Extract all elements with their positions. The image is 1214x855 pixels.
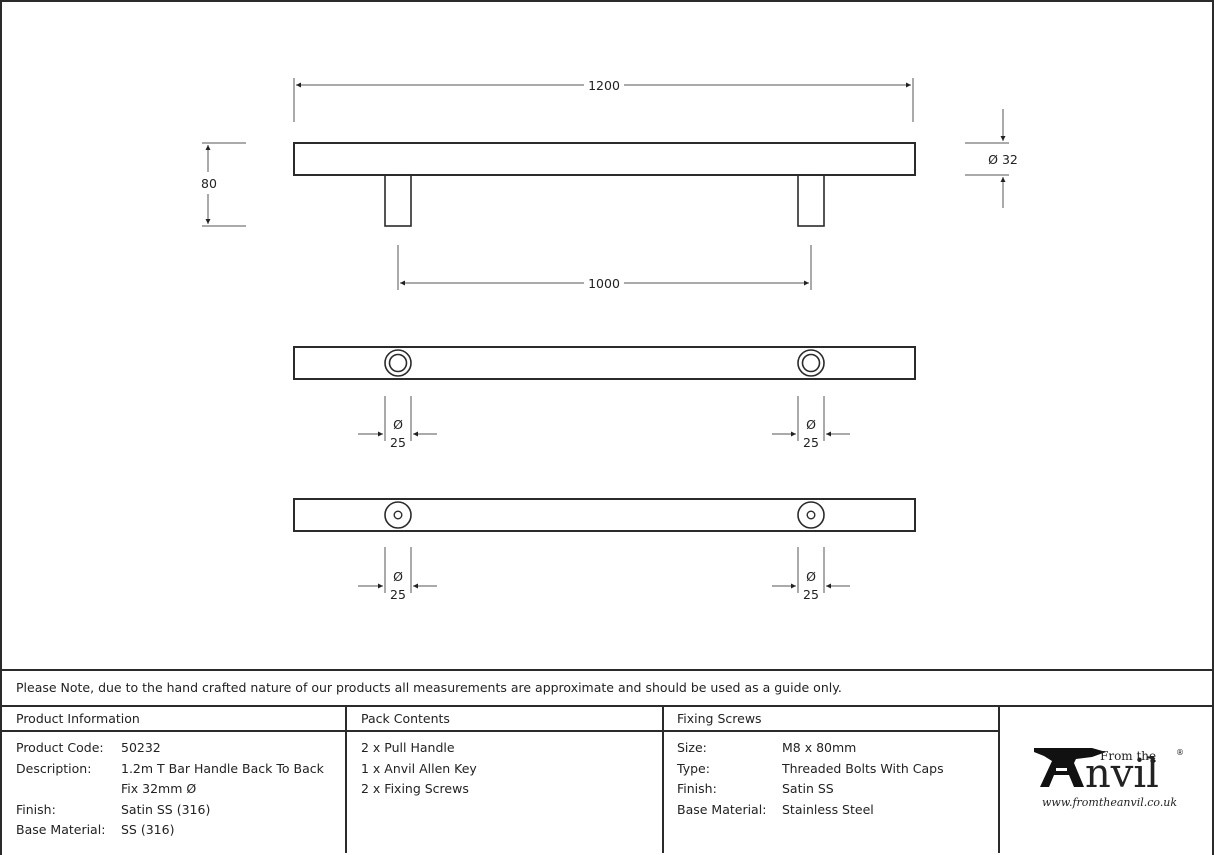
handle-leg-left (384, 174, 412, 227)
fixing-cap-inner-right (801, 353, 821, 373)
finish-value: Satin SS (316) (121, 801, 211, 817)
centres-dimension: 1000 (588, 276, 620, 291)
hole-diameter-value: 25 (803, 587, 819, 602)
hole-diameter-symbol: Ø (393, 417, 403, 432)
fixing-cap-outer-right (797, 349, 825, 377)
side-view: 1200 80 Ø 32 1000 (201, 78, 1018, 291)
column-divider-2 (662, 706, 664, 853)
description-row-continued: Fix 32mm Ø (16, 779, 324, 800)
registered-mark: ® (1176, 748, 1184, 757)
hole-diameter-symbol: Ø (393, 569, 403, 584)
field-label: Description: (16, 760, 92, 776)
note-divider (0, 669, 1214, 671)
handle-leg-right (797, 174, 825, 227)
column-divider-3 (998, 706, 1000, 853)
bolt-hole-inner-right (806, 510, 816, 520)
screw-material-row: Base Material: Stainless Steel (677, 800, 944, 821)
finish-row: Finish: Satin SS (316) (16, 800, 324, 821)
field-label: Finish: (16, 801, 56, 817)
field-label: Product Code: (16, 740, 104, 755)
screw-type-row: Type: Threaded Bolts With Caps (677, 759, 944, 780)
height-dimension: 80 (201, 176, 217, 191)
bolt-hole-outer-left (384, 501, 412, 529)
product-information-title: Product Information (16, 711, 140, 726)
product-code-value: 50232 (121, 740, 161, 755)
fixing-screws-title: Fixing Screws (677, 711, 762, 726)
fixing-cap-inner-left (388, 353, 408, 373)
overall-length-dimension: 1200 (588, 78, 620, 93)
bolt-hole-inner-left (393, 510, 403, 520)
screw-size-value: M8 x 80mm (782, 740, 857, 755)
hole-diameter-value: 25 (390, 587, 406, 602)
column-divider-1 (345, 706, 347, 853)
measurement-note: Please Note, due to the hand crafted nat… (16, 680, 842, 695)
hole-diameter-symbol: Ø (806, 569, 816, 584)
product-information-table: Product Code: 50232 Description: 1.2m T Ba… (16, 738, 324, 841)
pack-item: 2 x Pull Handle (361, 740, 455, 755)
description-value-continued: Fix 32mm Ø (121, 781, 197, 796)
drawing-area: 1200 80 Ø 32 1000 (201, 78, 1018, 602)
handle-bar-back-2 (293, 498, 916, 532)
field-label: Type: (677, 760, 710, 776)
from-the-anvil-logo: From the nvil ® www.fromtheanvil.co.uk (1034, 748, 1184, 809)
fixing-screws-table: Size: M8 x 80mm Type: Threaded Bolts With … (677, 738, 944, 820)
product-code-row: Product Code: 50232 (16, 738, 324, 759)
field-label: Finish: (677, 781, 717, 796)
hole-diameter-value: 25 (390, 435, 406, 450)
logo-anvil-wordmark: nvil (1085, 751, 1159, 797)
back-view-capped: Ø 25 Ø 25 (293, 346, 916, 450)
pack-contents-title: Pack Contents (361, 711, 450, 726)
table-header-divider (0, 730, 1000, 732)
screw-type-value: Threaded Bolts With Caps (782, 760, 944, 776)
screw-finish-row: Finish: Satin SS (677, 779, 944, 800)
pack-item: 2 x Fixing Screws (361, 781, 469, 796)
back-view-bolt-holes: Ø 25 Ø 25 (293, 498, 916, 602)
description-value: 1.2m T Bar Handle Back To Back (121, 760, 324, 776)
field-label: Base Material: (16, 822, 106, 837)
logo-url: www.fromtheanvil.co.uk (1042, 796, 1177, 809)
bolt-hole-outer-right (797, 501, 825, 529)
diameter-dimension: Ø 32 (988, 152, 1018, 167)
diamond-icon (1150, 758, 1156, 764)
hole-diameter-symbol: Ø (806, 417, 816, 432)
pack-item: 1 x Anvil Allen Key (361, 760, 477, 776)
handle-bar-side (293, 142, 916, 176)
base-material-row: Base Material: SS (316) (16, 820, 324, 841)
screw-material-value: Stainless Steel (782, 801, 874, 817)
hole-diameter-value: 25 (803, 435, 819, 450)
logo-from-the: From the (1100, 749, 1156, 763)
screw-size-row: Size: M8 x 80mm (677, 738, 944, 759)
anvil-icon (1034, 748, 1106, 787)
base-material-value: SS (316) (121, 822, 175, 837)
pack-contents-list: 2 x Pull Handle 1 x Anvil Allen Key 2 x … (361, 738, 477, 800)
field-label: Size: (677, 740, 707, 755)
fixing-cap-outer-left (384, 349, 412, 377)
table-top-divider (0, 705, 1214, 707)
field-label: Base Material: (677, 801, 767, 817)
screw-finish-value: Satin SS (782, 781, 834, 796)
handle-bar-back-1 (293, 346, 916, 380)
field-label (16, 779, 121, 800)
description-row: Description: 1.2m T Bar Handle Back To Ba… (16, 759, 324, 780)
